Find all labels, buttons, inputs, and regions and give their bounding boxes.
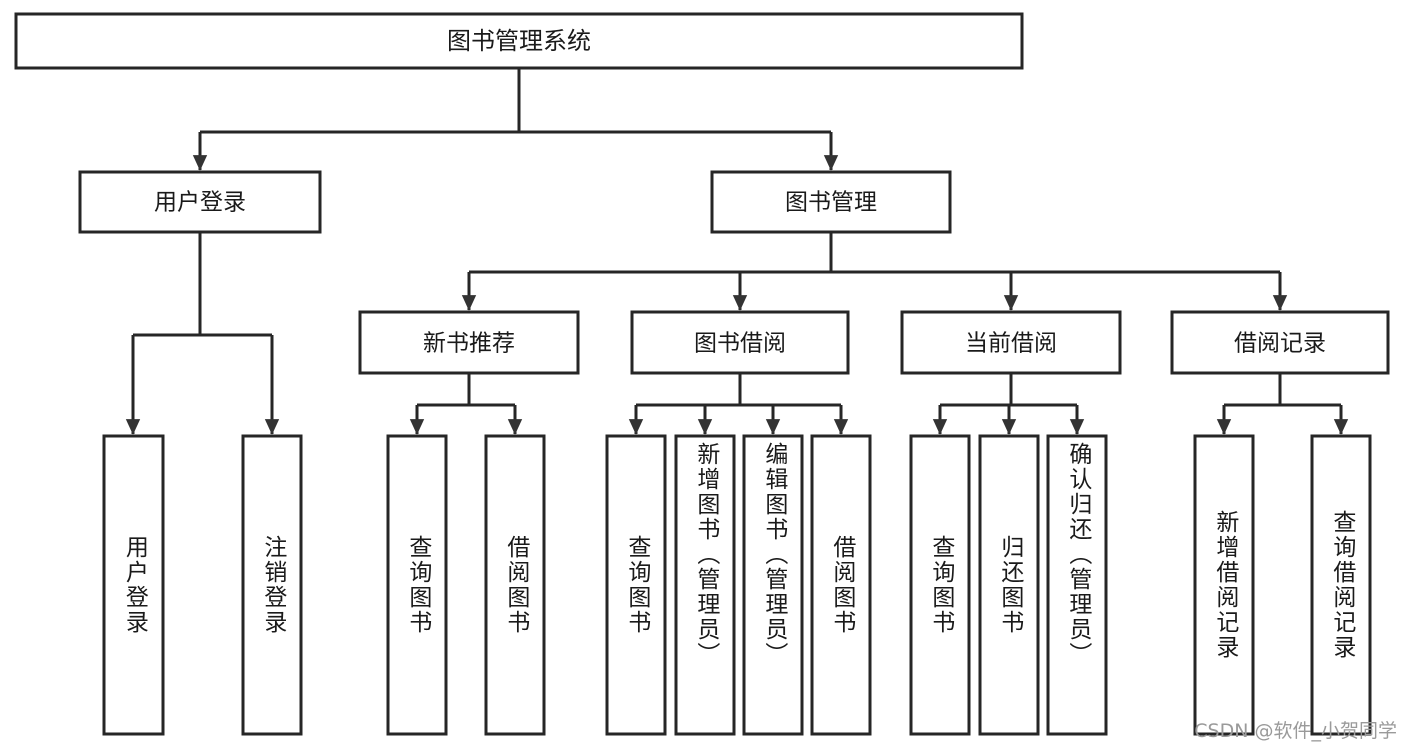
node-new-book-rec[interactable]	[358, 310, 580, 375]
node-root-label: 图书管理系统	[447, 27, 591, 55]
node-book-manage-label: 图书管理	[785, 190, 877, 216]
node-new-book-rec-label: 新书推荐	[423, 331, 515, 357]
node-leaf-cb-query[interactable]	[909, 434, 971, 736]
node-book-borrow-label: 图书借阅	[694, 331, 786, 357]
node-user-login[interactable]	[78, 170, 322, 234]
connector-layer	[125, 68, 1349, 435]
node-book-borrow[interactable]	[630, 310, 850, 375]
node-leaf-bb-borrow[interactable]	[810, 434, 872, 736]
node-root[interactable]	[14, 12, 1024, 70]
node-user-login-label: 用户登录	[154, 190, 246, 216]
node-leaf-bb-add[interactable]	[674, 434, 736, 736]
node-borrow-record-label: 借阅记录	[1234, 331, 1326, 357]
node-book-manage[interactable]	[710, 170, 952, 234]
csdn-watermark: CSDN @软件_小贺同学	[1194, 720, 1397, 742]
node-layer: 图书管理系统 用户登录 图书管理 新书推荐 图书借阅 当前借阅 借阅记录	[14, 12, 1390, 736]
node-leaf-user-logout[interactable]	[241, 434, 303, 736]
node-leaf-cb-confirm[interactable]	[1046, 434, 1108, 736]
node-leaf-rec-query[interactable]	[386, 434, 448, 736]
node-current-borrow-label: 当前借阅	[965, 331, 1057, 357]
node-leaf-cb-return[interactable]	[978, 434, 1040, 736]
node-current-borrow[interactable]	[900, 310, 1122, 375]
node-leaf-br-query[interactable]	[1310, 434, 1372, 736]
node-leaf-rec-borrow[interactable]	[484, 434, 546, 736]
node-leaf-bb-query[interactable]	[605, 434, 667, 736]
node-leaf-br-add[interactable]	[1193, 434, 1255, 736]
node-leaf-user-login[interactable]	[102, 434, 165, 736]
node-borrow-record[interactable]	[1170, 310, 1390, 375]
node-leaf-bb-edit[interactable]	[742, 434, 804, 736]
